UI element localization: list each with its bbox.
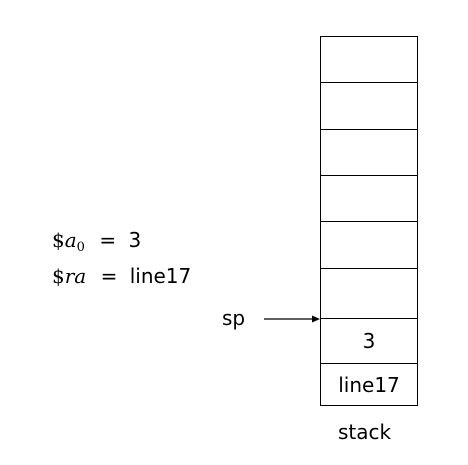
stack-pointer-arrow-icon	[264, 315, 320, 323]
register-a0-value: 3	[128, 228, 142, 252]
stack-pointer-label: sp	[222, 306, 246, 330]
stack-cell-3	[320, 129, 418, 176]
stack-cell-2	[320, 82, 418, 130]
register-ra-value: line17	[129, 264, 192, 288]
register-ra-dollar: $	[52, 264, 65, 288]
register-a0-letter: a	[64, 228, 77, 252]
stack-cell-1	[320, 36, 418, 83]
stack-cell-5	[320, 221, 418, 269]
register-ra-line: $ra = line17	[52, 264, 191, 288]
stack-cell-4	[320, 175, 418, 222]
register-ra-equals: =	[100, 264, 118, 288]
stack-cell-7: 3	[320, 318, 418, 364]
register-ra-name: $ra	[52, 264, 86, 288]
register-ra-letter: ra	[64, 264, 87, 288]
register-a0-dollar: $	[52, 228, 65, 252]
register-a0-equals: =	[99, 228, 117, 252]
stack-diagram: 3 line17	[320, 36, 418, 406]
register-a0-line: $a0 = 3	[52, 228, 141, 255]
stack-caption: stack	[338, 420, 392, 444]
register-a0-subscript: 0	[76, 240, 85, 255]
stack-cell-8: line17	[320, 363, 418, 406]
register-a0-name: $a0	[52, 228, 85, 255]
stack-cell-6	[320, 268, 418, 319]
